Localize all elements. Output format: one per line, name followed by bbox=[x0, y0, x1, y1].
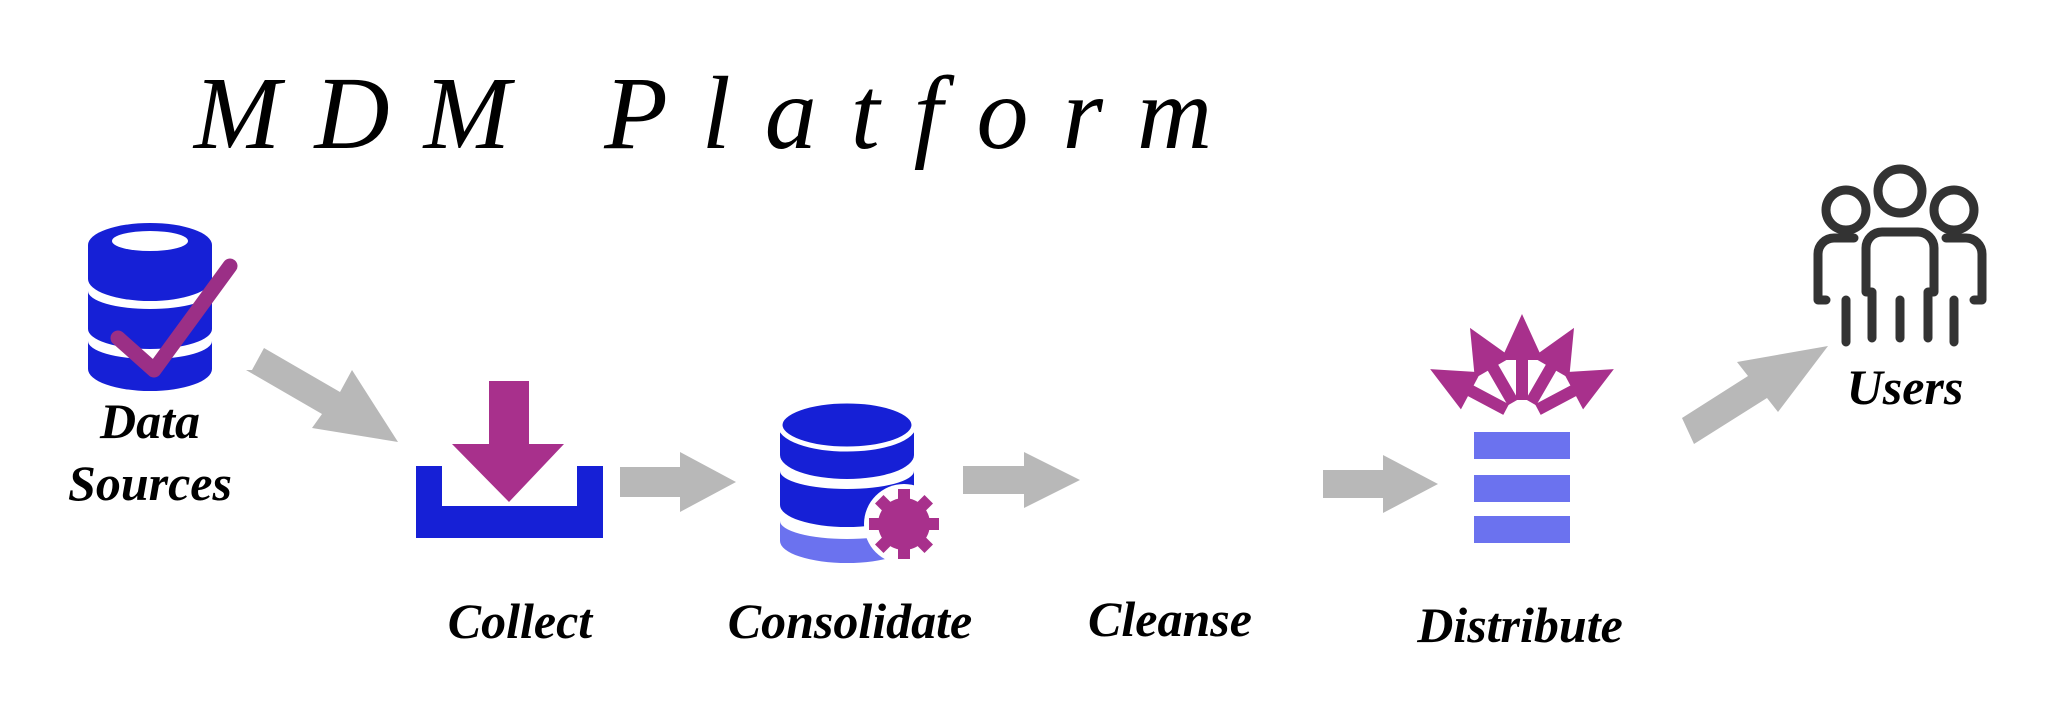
distribute-stack-icon bbox=[1430, 314, 1614, 543]
flow-arrow-5 bbox=[1682, 346, 1828, 444]
diagram-title: MDM Platform bbox=[193, 56, 1247, 171]
flow-arrow-4 bbox=[1323, 455, 1438, 513]
label-users: Users bbox=[1846, 359, 1964, 415]
label-collect: Collect bbox=[447, 593, 593, 649]
label-distribute: Distribute bbox=[1417, 597, 1623, 653]
download-tray-icon bbox=[416, 381, 603, 538]
flow-arrow-2 bbox=[620, 452, 736, 512]
database-gear-icon bbox=[777, 398, 944, 564]
users-group-icon bbox=[1813, 164, 1987, 347]
label-consolidate: Consolidate bbox=[727, 593, 973, 649]
flow-arrow-3 bbox=[963, 452, 1080, 508]
database-check-icon bbox=[88, 223, 238, 391]
label-cleanse: Cleanse bbox=[1088, 591, 1252, 647]
flow-arrow-1 bbox=[246, 348, 398, 442]
label-data-sources: Data Sources bbox=[68, 393, 232, 511]
